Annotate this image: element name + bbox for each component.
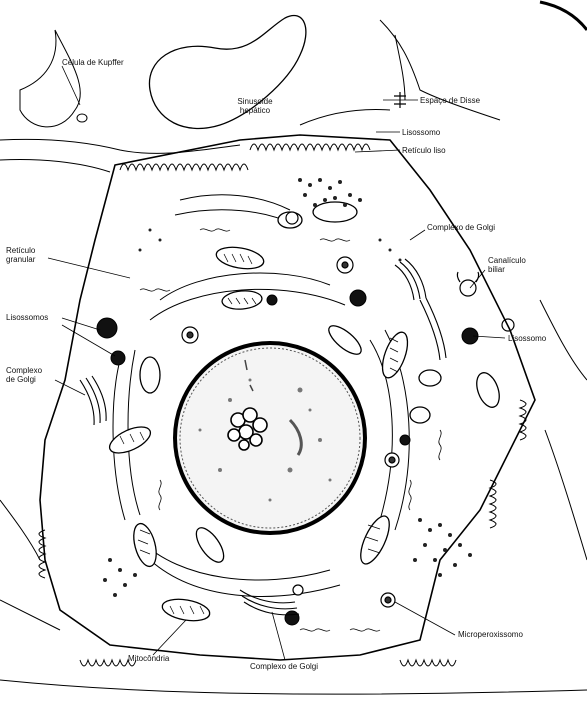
label-sinusoid-line2: hepático bbox=[225, 106, 285, 115]
label-bile-canaliculus: Canalículo biliar bbox=[488, 256, 526, 274]
label-smooth-er: Retículo liso bbox=[402, 146, 446, 155]
disse-space bbox=[300, 20, 500, 125]
label-bile-canaliculus-line2: biliar bbox=[488, 265, 526, 274]
label-lysosomes-left: Lisossomos bbox=[6, 313, 48, 322]
label-sinusoid-line1: Sinusoide bbox=[225, 97, 285, 106]
label-lysosome-right: Lisossomo bbox=[508, 334, 546, 343]
label-rough-er-line1: Retículo bbox=[6, 246, 35, 255]
label-lysosome-top: Lisossomo bbox=[402, 128, 440, 137]
microvilli-left bbox=[0, 500, 60, 630]
nucleus bbox=[175, 343, 365, 533]
label-golgi-bottom: Complexo de Golgi bbox=[250, 662, 318, 671]
label-sinusoid: Sinusoide hepático bbox=[225, 97, 285, 115]
label-rough-er-line2: granular bbox=[6, 255, 35, 264]
label-bile-canaliculus-line1: Canalículo bbox=[488, 256, 526, 265]
label-mitochondria: Mitocôndria bbox=[128, 654, 169, 663]
label-golgi-left-line1: Complexo bbox=[6, 366, 42, 375]
label-disse-space: Espaço de Disse bbox=[420, 96, 480, 105]
label-golgi-left: Complexo de Golgi bbox=[6, 366, 42, 384]
corner-arc bbox=[540, 2, 587, 30]
label-rough-er: Retículo granular bbox=[6, 246, 35, 264]
label-golgi-top: Complexo de Golgi bbox=[427, 223, 495, 232]
kupffer-cell bbox=[0, 30, 240, 172]
label-kupffer-cell: Célula de Kupffer bbox=[62, 58, 124, 67]
label-microperoxisome: Microperoxissomo bbox=[458, 630, 523, 639]
label-golgi-left-line2: de Golgi bbox=[6, 375, 42, 384]
